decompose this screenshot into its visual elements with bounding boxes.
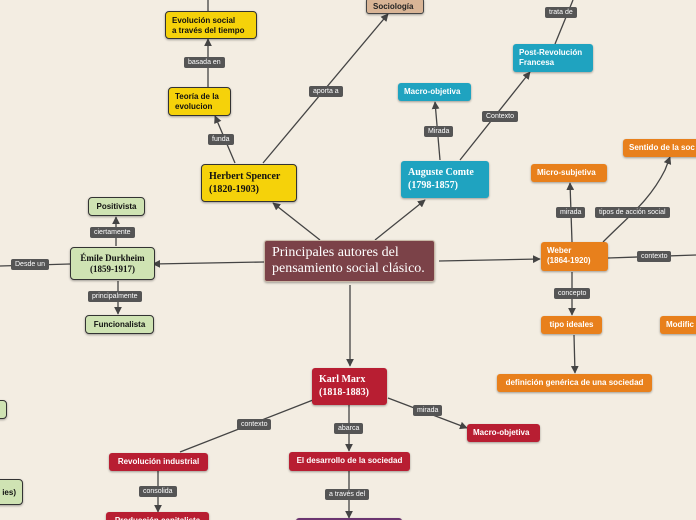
edge-center-durkheim (152, 259, 265, 268)
node-marx-bottom-partial[interactable] (296, 518, 402, 520)
label-trata-de: trata de (545, 7, 577, 18)
node-funcionalista[interactable]: Funcionalista (85, 315, 154, 334)
node-sentido-sociedad[interactable]: Sentido de la soc (623, 139, 696, 157)
edge-center-weber (438, 255, 541, 264)
central-topic[interactable]: Principales autores del pensamiento soci… (264, 240, 435, 282)
node-desarrollo-sociedad[interactable]: El desarrollo de la sociedad (289, 452, 410, 471)
label-mirada-marx: mirada (413, 405, 443, 416)
node-post-revolucion[interactable]: Post-Revolución Francesa (513, 44, 593, 72)
label-concepto: concepto (554, 288, 591, 299)
node-macro-objetiva-comte[interactable]: Macro-objetiva (398, 83, 471, 101)
node-macro-objetiva-marx[interactable]: Macro-objetiva (467, 424, 540, 442)
edge-center-spencer (272, 202, 321, 241)
label-mirada-comte: Mirada (424, 126, 454, 137)
node-karl-marx[interactable]: Karl Marx (1818-1883) (312, 368, 387, 405)
label-contexto-comte: Contexto (482, 111, 519, 122)
node-definicion-generica[interactable]: definición genérica de una sociedad (497, 374, 652, 392)
label-principalmente: principalmente (88, 291, 142, 302)
label-contexto-weber: contexto (637, 251, 672, 262)
label-funda: funda (208, 134, 234, 145)
label-mirada-weber: mirada (556, 207, 586, 218)
label-desde-un: Desde un (11, 259, 49, 270)
node-auguste-comte[interactable]: Auguste Comte (1798-1857) (401, 161, 489, 198)
label-basada-en: basada en (184, 57, 225, 68)
node-produccion-capitalista[interactable]: Producción capitalista (106, 512, 209, 520)
label-contexto-marx: contexto (237, 419, 272, 430)
node-revolucion-industrial[interactable]: Revolución industrial (109, 453, 208, 471)
node-herbert-spencer[interactable]: Herbert Spencer (1820-1903) (201, 164, 297, 202)
label-aporta-a: aporta a (309, 86, 343, 97)
node-modific[interactable]: Modific (660, 316, 696, 334)
label-abarca: abarca (334, 423, 364, 434)
label-consolida: consolida (139, 486, 177, 497)
node-weber[interactable]: Weber (1864-1920) (541, 242, 608, 271)
label-ciertamente: ciertamente (90, 227, 135, 238)
edge-tipoideales-definicion (570, 334, 579, 374)
node-emile-durkheim[interactable]: Émile Durkheim (1859-1917) (70, 247, 155, 280)
node-micro-subjetiva[interactable]: Micro-subjetiva (531, 164, 607, 182)
label-tipos-accion-social: tipos de acción social (595, 207, 670, 218)
node-sociologia[interactable]: Sociología (366, 0, 424, 14)
node-teoria-evolucion[interactable]: Teoría de la evolucion (168, 87, 231, 116)
node-left-partial-bottom[interactable]: ies) (0, 479, 23, 505)
node-evolucion-social[interactable]: Evolución social a través del tiempo (165, 11, 257, 39)
edge-center-comte (374, 199, 426, 241)
node-positivista[interactable]: Positivista (88, 197, 145, 216)
label-a-traves-del: a través del (325, 489, 370, 500)
node-left-partial-top[interactable] (0, 400, 7, 419)
edge-weber-sentido (602, 156, 672, 243)
node-tipo-ideales[interactable]: tipo ideales (541, 316, 602, 334)
